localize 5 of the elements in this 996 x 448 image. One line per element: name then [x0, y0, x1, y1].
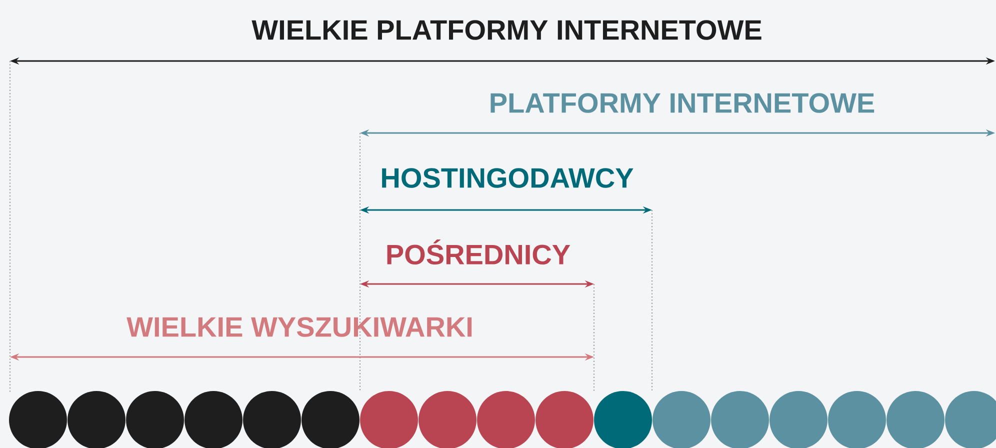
range-label: WIELKIE WYSZUKIWARKI	[126, 317, 472, 337]
range-label: HOSTINGODAWCY	[382, 168, 634, 188]
title: WIELKIE PLATFORMY INTERNETOWE	[252, 20, 762, 40]
range-label: POŚREDNICY	[387, 239, 570, 265]
range-label: PLATFORMY INTERNETOWE	[490, 93, 874, 113]
